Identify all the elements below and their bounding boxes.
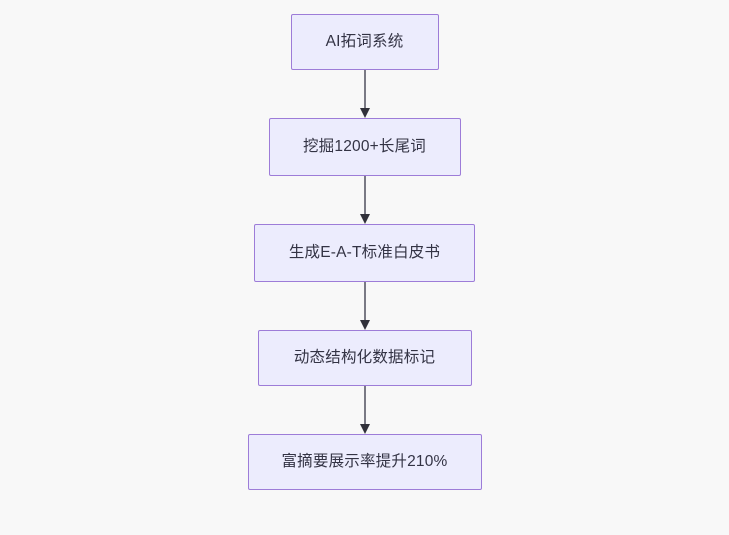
- flow-node-mine-longtail-keywords[interactable]: 挖掘1200+长尾词: [268, 118, 461, 176]
- flow-edge-node3-to-node4: [358, 282, 372, 330]
- flow-node-label: 动态结构化数据标记: [293, 348, 436, 366]
- flow-node-label: 生成E-A-T标准白皮书: [288, 243, 441, 261]
- flow-node-label: 挖掘1200+长尾词: [302, 137, 427, 155]
- arrowhead-icon: [359, 108, 370, 118]
- flow-node-dynamic-structured-data-markup[interactable]: 动态结构化数据标记: [257, 330, 472, 386]
- flow-edge-node1-to-node2: [358, 70, 372, 118]
- edge-line: [363, 282, 366, 322]
- arrowhead-icon: [359, 214, 370, 224]
- arrowhead-icon: [359, 424, 370, 434]
- edge-line: [363, 70, 366, 110]
- flow-edge-node2-to-node3: [358, 176, 372, 224]
- flow-node-generate-eat-whitepaper[interactable]: 生成E-A-T标准白皮书: [254, 224, 475, 282]
- flow-node-label: AI拓词系统: [325, 32, 404, 50]
- edge-line: [363, 386, 366, 426]
- flow-node-rich-snippet-impression-lift[interactable]: 富摘要展示率提升210%: [247, 434, 482, 490]
- edge-line: [363, 176, 366, 216]
- flow-edge-node4-to-node5: [358, 386, 372, 434]
- flow-node-ai-keyword-system[interactable]: AI拓词系统: [290, 14, 439, 70]
- arrowhead-icon: [359, 320, 370, 330]
- flow-node-label: 富摘要展示率提升210%: [281, 452, 448, 470]
